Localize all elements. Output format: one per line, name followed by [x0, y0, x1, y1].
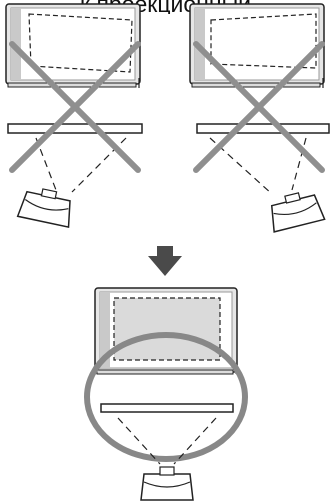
- right-incorrect-panel: [189, 3, 330, 233]
- whiteboard-icon: [5, 3, 141, 88]
- bottom-correct-panel: [84, 287, 248, 501]
- projected-image-outline: [28, 13, 133, 73]
- projection-screen-bar: [7, 123, 143, 134]
- projection-screen-bar: [100, 403, 234, 413]
- projection-ray: [173, 417, 217, 465]
- down-arrow-icon: [148, 246, 182, 276]
- projector-icon: [140, 466, 194, 501]
- highlight-circle-icon: [84, 332, 248, 462]
- left-incorrect-panel: [5, 3, 143, 229]
- cross-mark-icon: [193, 41, 325, 173]
- projector-icon: [16, 188, 71, 229]
- projected-image-area: [113, 297, 221, 361]
- projection-ray: [35, 137, 57, 191]
- cross-mark-icon: [9, 41, 141, 173]
- projection-ray: [117, 417, 161, 465]
- whiteboard-icon: [189, 3, 325, 88]
- whiteboard-icon: [94, 287, 238, 375]
- projector-icon: [270, 192, 326, 233]
- projection-screen-bar: [196, 123, 330, 134]
- projection-ray: [291, 137, 307, 191]
